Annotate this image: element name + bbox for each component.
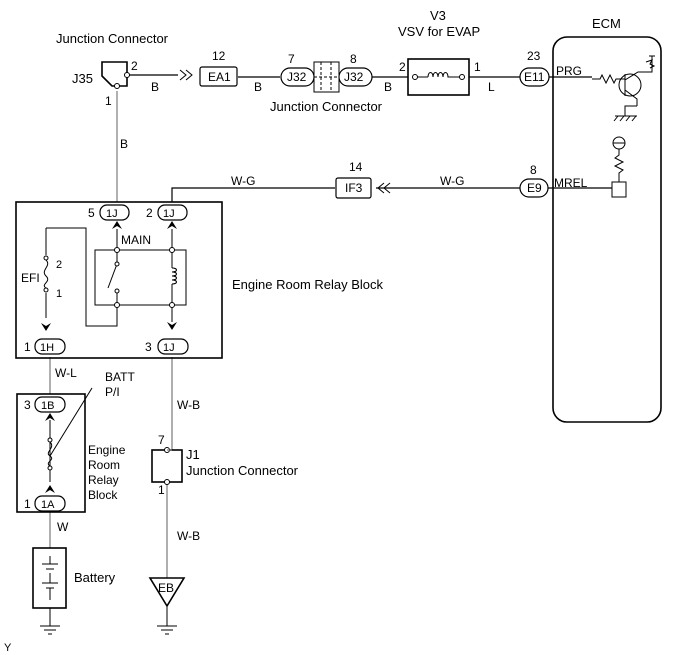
vsv-pin-right: 1: [474, 60, 481, 74]
wire-j35-down: B: [120, 137, 128, 151]
efi-fuse-icon: [43, 255, 49, 293]
j35-id: J35: [72, 71, 93, 86]
ecm-pin-mrel: MREL: [554, 176, 588, 190]
battery-label: Battery: [74, 570, 116, 585]
ecm-pin-prg: PRG: [556, 64, 582, 78]
ea1-code: EA1: [208, 70, 231, 84]
e11-code: E11: [524, 70, 545, 84]
ecm-unit: ECM PRG MREL: [552, 16, 662, 423]
j1-id: J1: [186, 447, 200, 462]
e11-pin: 23: [527, 49, 541, 63]
batt-pi-line2: P/I: [105, 385, 120, 399]
engine-room-relay-block-upper: Engine Room Relay Block 5 1J 2 1J MAIN E…: [15, 201, 384, 359]
lower-label-line3: Relay: [88, 473, 119, 487]
wire-batt-battery: W: [57, 520, 69, 534]
conn-3-code: 1J: [163, 342, 175, 354]
j32-right-pin: 8: [350, 52, 357, 66]
batt-pi-line1: BATT: [105, 370, 135, 384]
conn-5-code: 1J: [106, 208, 118, 220]
junction-connector-j35: Junction Connector J35 2 1: [56, 31, 169, 108]
engine-room-relay-block-lower: 3 1B BATT P/I 1 1A Engine Room Relay Blo…: [16, 370, 135, 513]
wire-if3-ecm: W-G: [440, 174, 464, 188]
j1-label: Junction Connector: [186, 463, 299, 478]
j1-pin-top: 7: [158, 433, 165, 447]
wire-relay-if3: W-G: [231, 174, 255, 188]
connector-ea1: EA1 12: [179, 49, 238, 87]
lower-label-line4: Block: [88, 488, 118, 502]
conn-1a-code: 1A: [41, 499, 55, 511]
lower-label-line1: Engine: [88, 443, 126, 457]
wire-relay-j1: W-B: [177, 398, 200, 412]
ecm-title: ECM: [592, 16, 621, 31]
conn-1-code: 1H: [40, 342, 54, 354]
j35-label: Junction Connector: [56, 31, 169, 46]
if3-code: IF3: [345, 181, 363, 195]
batt-pi-fuse-icon: [47, 387, 93, 471]
e9-code: E9: [527, 181, 542, 195]
connector-if3: 14 IF3: [335, 160, 391, 199]
wire-relay-batt: W-L: [55, 366, 77, 380]
vsv-pin-left: 2: [399, 60, 406, 74]
conn-2-code: 1J: [163, 208, 175, 220]
efi-pin-bottom: 1: [56, 288, 62, 300]
j32-left-pin: 7: [288, 52, 295, 66]
vsv-id: V3: [430, 8, 446, 23]
battery-ground-icon: [40, 608, 60, 635]
main-relay-label: MAIN: [121, 233, 151, 247]
if3-pin: 14: [349, 160, 363, 174]
conn-1b-code: 1B: [41, 400, 54, 412]
connector-e9: 8 E9: [519, 163, 549, 198]
wire-vsv-ecm: L: [488, 80, 495, 94]
j32-label: Junction Connector: [270, 99, 383, 114]
ground-triangle-icon: [148, 577, 186, 608]
vsv-name: VSV for EVAP: [398, 24, 480, 39]
conn-3-pin: 3: [145, 340, 152, 354]
conn-5-pin: 5: [88, 206, 95, 220]
ecm-box: [552, 36, 662, 423]
conn-1-pin: 1: [24, 340, 31, 354]
efi-fuse-label: EFI: [21, 271, 40, 285]
junction-connector-j32: 7 8 J32 J32 Junction Connector: [270, 52, 383, 114]
wires: [45, 74, 612, 578]
j35-pin-bottom: 1: [105, 94, 112, 108]
e9-pin: 8: [530, 163, 537, 177]
wire-j35-ea1: B: [151, 80, 159, 94]
efi-pin-top: 2: [56, 259, 62, 271]
ground-label: EB: [158, 581, 174, 595]
wire-j32-vsv: B: [384, 80, 392, 94]
j1-pin-bottom: 1: [158, 483, 165, 497]
mrel-circuit-icon: [611, 136, 627, 198]
ground-eb: EB: [148, 577, 186, 635]
connector-e11: 23 E11: [519, 49, 550, 87]
conn-1b-pin: 3: [24, 398, 31, 412]
j35-pin-top: 2: [131, 59, 138, 73]
lower-label-line2: Room: [88, 458, 120, 472]
relay-block-lower-box: [16, 393, 86, 513]
junction-connector-j1: 7 1 J1 Junction Connector: [151, 433, 299, 497]
conn-1a-pin: 1: [24, 497, 31, 511]
j32-left-code: J32: [287, 70, 307, 84]
wire-j1-ground: W-B: [177, 529, 200, 543]
vsv-for-evap: V3 VSV for EVAP 2 1: [398, 8, 481, 96]
wire-color-labels: B B B L B W-G W-G W-L W-B W W-B: [55, 80, 495, 543]
ground-symbol-icon: [157, 606, 177, 635]
wire-ea1-j32: B: [254, 80, 262, 94]
corner-mark: Y: [4, 642, 12, 654]
prg-transistor-icon: [592, 55, 656, 122]
main-relay-icon: [94, 247, 187, 308]
battery: Battery: [32, 547, 116, 635]
conn-2-pin: 2: [146, 206, 153, 220]
ea1-pin: 12: [212, 49, 226, 63]
relay-block-upper-label: Engine Room Relay Block: [232, 277, 384, 292]
relay-block-upper-box: [15, 201, 223, 359]
vsv-coil-icon: [427, 72, 450, 78]
j32-right-code: J32: [344, 70, 364, 84]
